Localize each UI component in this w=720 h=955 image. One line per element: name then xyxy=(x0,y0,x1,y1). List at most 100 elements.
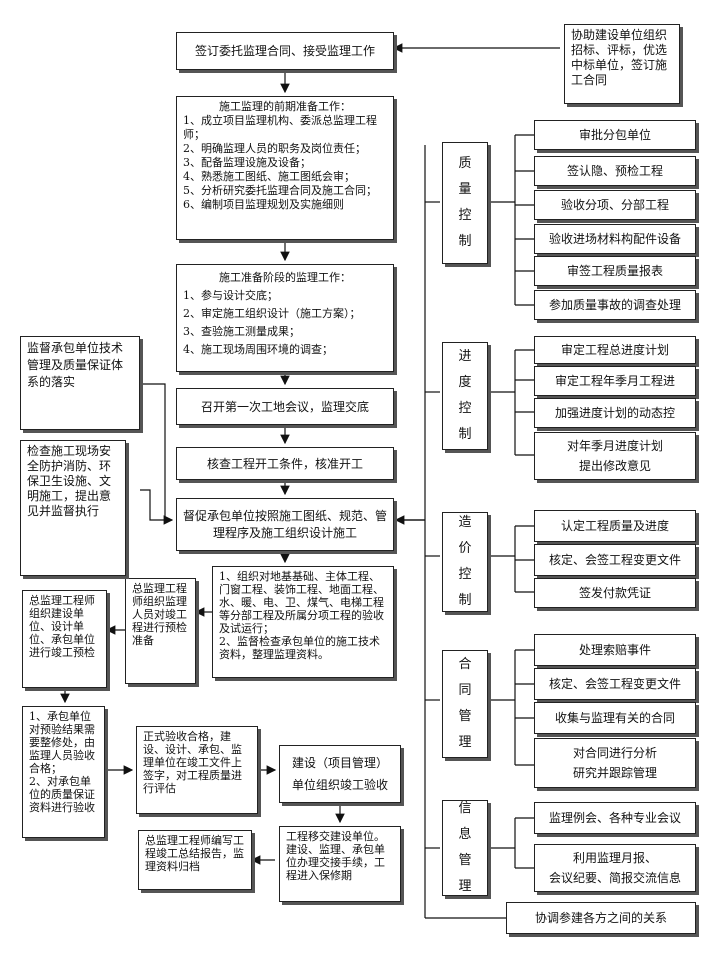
preparation-item-3: 3、配备监理设施及设备； xyxy=(183,156,311,169)
quality-item-text: 参加质量事故的调查处理 xyxy=(548,298,681,312)
quality-control-char: 质 xyxy=(458,156,472,171)
schedule-item: 加强进度计划的动态控 xyxy=(534,398,696,428)
information-item: 监理例会、各种专业会议 xyxy=(534,802,696,834)
cost-control-char: 制 xyxy=(458,593,472,608)
information-management-char: 理 xyxy=(458,879,472,894)
owner-acceptance-box: 建设（项目管理） 单位组织竣工验收 xyxy=(279,745,401,803)
schedule-item-text: 加强进度计划的动态控 xyxy=(554,406,675,420)
construction-prep-item-1: 1、参与设计交底； xyxy=(183,289,278,302)
quality-item: 验收进场材料构配件设备 xyxy=(534,224,696,254)
assist-tender-text: 协助建设单位组织招标、评标，优选中标单位，签订施工合同 xyxy=(571,28,668,87)
completion-report-box: 总监理工程师编写工程竣工总结报告，监理资料归档 xyxy=(138,830,252,890)
schedule-control-char: 控 xyxy=(458,401,472,416)
coordinate-parties-text: 协调参建各方之间的关系 xyxy=(534,911,667,925)
quality-item: 审签工程质量报表 xyxy=(534,256,696,286)
information-item: 利用监理月报、 会议纪要、简报交流信息 xyxy=(534,844,696,892)
coordinate-parties-box: 协调参建各方之间的关系 xyxy=(506,902,696,934)
quality-control-char: 控 xyxy=(458,208,472,223)
construction-prep-item-4: 4、施工现场周围环境的调查； xyxy=(183,343,333,356)
formal-acceptance-text: 正式验收合格，建设、设计、承包、监理单位在竣工文件上签字，对工程质量进行评估 xyxy=(143,730,242,795)
sign-contract-text: 签订委托监理合同、接受监理工作 xyxy=(194,44,375,58)
quality-control-box: 质 量 控 制 xyxy=(442,142,488,264)
handover-text: 工程移交建设单位。建设、监理、承包单位办理交接手续，工程进入保修期 xyxy=(286,830,385,882)
first-meeting-box: 召开第一次工地会议，监理交底 xyxy=(176,388,394,425)
information-management-box: 信 息 管 理 xyxy=(442,800,488,896)
urge-contractor-text: 督促承包单位按照施工图纸、规范、管理程序及施工组织设计施工 xyxy=(183,508,388,540)
preparation-item-4: 4、熟悉施工图纸、施工图纸会审； xyxy=(183,170,355,183)
schedule-item: 审定工程总进度计划 xyxy=(534,336,696,364)
schedule-item-text: 审定工程总进度计划 xyxy=(560,343,669,357)
cost-control-box: 造 价 控 制 xyxy=(442,512,488,612)
schedule-item-text: 审定工程年季月工程进 xyxy=(554,374,675,388)
contract-management-char: 合 xyxy=(458,657,472,672)
quality-item: 签认隐、预检工程 xyxy=(534,156,696,186)
rectify-item-2: 2、对承包单位的质量保证资料进行验收 xyxy=(29,775,95,814)
organize-acceptance-box: 1、组织对地基基础、主体工程、门窗工程、装饰工程、地面工程、水、暖、电、卫、煤气… xyxy=(212,566,394,678)
contract-management-char: 同 xyxy=(458,683,472,698)
construction-prep-box: 施工准备阶段的监理工作： 1、参与设计交底； 2、审定施工组织设计（施工方案）；… xyxy=(176,264,394,372)
construction-prep-item-3: 3、查验施工测量成果； xyxy=(183,325,300,338)
preparation-item-1: 1、成立项目监理机构、委派总监理工程师； xyxy=(183,114,377,141)
contract-item-text: 处理索赔事件 xyxy=(578,643,651,657)
contract-item-text: 核定、会签工程变更文件 xyxy=(548,677,681,691)
rectify-item-1: 1、承包单位对预验结果需要整修处，由监理人员验收合格； xyxy=(29,710,95,775)
schedule-item: 审定工程年季月工程进 xyxy=(534,366,696,396)
handover-box: 工程移交建设单位。建设、监理、承包单位办理交接手续，工程进入保修期 xyxy=(279,826,401,902)
cost-item: 签发付款凭证 xyxy=(534,578,696,608)
quality-item-text: 验收进场材料构配件设备 xyxy=(548,232,681,246)
owner-acceptance-line-1: 建设（项目管理） xyxy=(291,756,388,770)
preparation-title: 施工监理的前期准备工作： xyxy=(219,100,351,113)
quality-item: 参加质量事故的调查处理 xyxy=(534,290,696,320)
chief-organize-precheck-text: 总监理工程师组织建设单位、设计单位、承包单位进行竣工预检 xyxy=(29,594,95,659)
cost-control-char: 控 xyxy=(458,567,472,582)
quality-item-text: 审批分包单位 xyxy=(578,128,651,142)
contract-management-char: 管 xyxy=(458,709,472,724)
contract-item: 收集与监理有关的合同 xyxy=(534,702,696,734)
schedule-control-char: 度 xyxy=(458,375,472,390)
contract-item: 对合同进行分析 研究并跟踪管理 xyxy=(534,738,696,788)
quality-item: 验收分项、分部工程 xyxy=(534,190,696,220)
organize-acceptance-item-2: 2、监督检查承包单位的施工技术资料，整理监理资料。 xyxy=(219,635,380,661)
cost-item-text: 签发付款凭证 xyxy=(578,586,651,600)
information-management-char: 管 xyxy=(458,853,472,868)
preparation-item-5: 5、分析研究委托监理合同及施工合同； xyxy=(183,184,377,197)
chief-organize-precheck-box: 总监理工程师组织建设单位、设计单位、承包单位进行竣工预检 xyxy=(22,590,107,688)
check-start-text: 核查工程开工条件，核准开工 xyxy=(206,456,363,471)
cost-control-char: 造 xyxy=(458,515,472,530)
construction-prep-item-2: 2、审定施工组织设计（施工方案）； xyxy=(183,307,361,320)
owner-acceptance-line-2: 单位组织竣工验收 xyxy=(291,778,388,792)
contract-management-char: 理 xyxy=(458,735,472,750)
contract-item: 核定、会签工程变更文件 xyxy=(534,668,696,700)
schedule-control-char: 进 xyxy=(458,349,472,364)
cost-item: 核定、会签工程变更文件 xyxy=(534,544,696,576)
formal-acceptance-box: 正式验收合格，建设、设计、承包、监理单位在竣工文件上签字，对工程质量进行评估 xyxy=(136,726,258,814)
supervise-quality-system-box: 监督承包单位技术管理及质量保证体系的落实 xyxy=(20,336,140,430)
cost-item-text: 核定、会签工程变更文件 xyxy=(548,553,681,567)
chief-precheck-prep-box: 总监理工程师组织监理人员对竣工程进行预检准备 xyxy=(125,578,196,684)
preparation-box: 施工监理的前期准备工作： 1、成立项目监理机构、委派总监理工程师； 2、明确监理… xyxy=(176,96,394,240)
cost-item: 认定工程质量及进度 xyxy=(534,510,696,542)
information-item-text: 监理例会、各种专业会议 xyxy=(548,811,681,825)
contract-item: 处理索赔事件 xyxy=(534,634,696,666)
inspect-site-safety-box: 检查施工现场安全防护消防、环保卫生设施、文明施工，提出意见并监督执行 xyxy=(20,440,126,576)
completion-report-text: 总监理工程师编写工程竣工总结报告，监理资料归档 xyxy=(145,834,244,873)
preparation-item-6: 6、编制项目监理规划及实施细则 xyxy=(183,198,344,211)
organize-acceptance-item-1: 1、组织对地基基础、主体工程、门窗工程、装饰工程、地面工程、水、暖、电、卫、煤气… xyxy=(219,570,384,635)
supervise-quality-system-text: 监督承包单位技术管理及质量保证体系的落实 xyxy=(27,341,124,389)
check-start-box: 核查工程开工条件，核准开工 xyxy=(176,447,394,480)
contract-management-box: 合 同 管 理 xyxy=(442,650,488,758)
quality-item-text: 验收分项、分部工程 xyxy=(560,198,669,212)
rectify-acceptance-box: 1、承包单位对预验结果需要整修处，由监理人员验收合格； 2、对承包单位的质量保证… xyxy=(22,706,105,838)
urge-contractor-box: 督促承包单位按照施工图纸、规范、管理程序及施工组织设计施工 xyxy=(176,498,394,551)
information-item-text: 利用监理月报、 会议纪要、简报交流信息 xyxy=(548,851,681,885)
quality-item-text: 签认隐、预检工程 xyxy=(566,164,663,178)
schedule-item: 对年季月进度计划 提出修改意见 xyxy=(534,432,696,480)
information-management-char: 息 xyxy=(458,827,472,842)
information-management-char: 信 xyxy=(458,801,472,816)
chief-precheck-prep-text: 总监理工程师组织监理人员对竣工程进行预检准备 xyxy=(132,582,187,647)
first-meeting-text: 召开第一次工地会议，监理交底 xyxy=(200,399,369,414)
cost-item-text: 认定工程质量及进度 xyxy=(560,519,669,533)
quality-item-text: 审签工程质量报表 xyxy=(566,264,663,278)
assist-tender-box: 协助建设单位组织招标、评标，优选中标单位，签订施工合同 xyxy=(564,24,680,104)
